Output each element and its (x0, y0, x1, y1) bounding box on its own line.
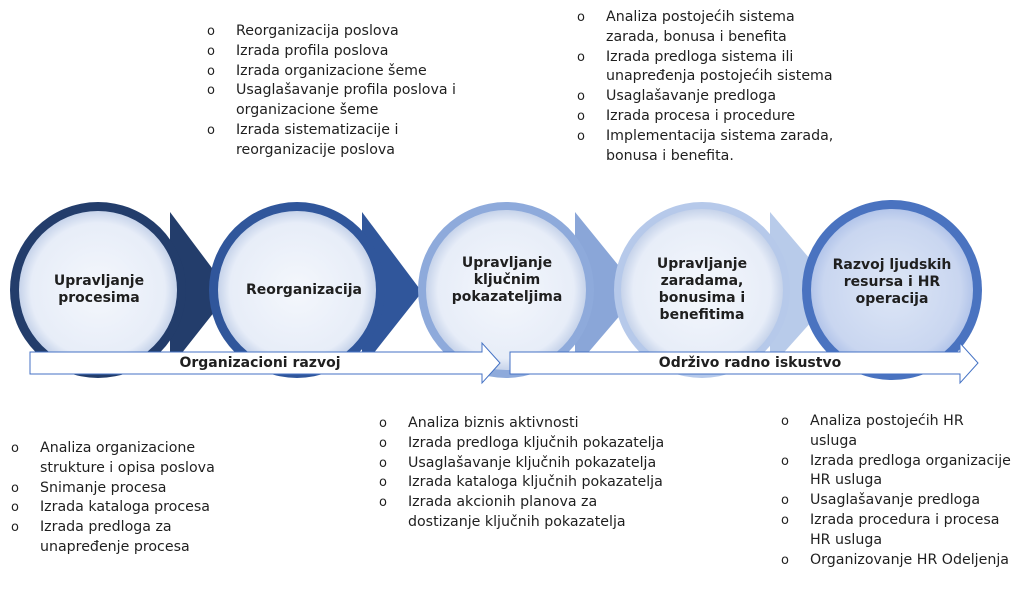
zarade-task-list: Analiza postojećih sistema zarada, bonus… (576, 8, 838, 166)
task-list-item: Izrada profila poslova (206, 42, 496, 62)
task-list-item: Implementacija sistema zarada, bonusa i … (576, 127, 838, 167)
odrzivo-radno-iskustvo-arrow (509, 341, 979, 385)
stage-4-circle (621, 209, 783, 371)
stage-3-chevron (575, 212, 640, 368)
stage-3-label: Upravljanje ključnim pokazateljima (451, 254, 563, 305)
task-list-item: Usaglašavanje profila poslova i organiza… (206, 81, 496, 121)
task-list-item: Izrada organizacione šeme (206, 62, 496, 82)
task-list-item: Izrada procedura i procesa HR usluga (780, 511, 1014, 551)
task-list-item: Izrada sistematizacije i reorganizacije … (206, 121, 496, 161)
procesi-task-list: Analiza organizacione strukture i opisa … (10, 439, 246, 558)
task-list-item: Snimanje procesa (10, 479, 246, 499)
task-list-item: Izrada kataloga ključnih pokazatelja (378, 473, 668, 493)
stage-5-label: Razvoj ljudskih resursa i HR operacija (832, 256, 952, 307)
task-list-item: Analiza biznis aktivnosti (378, 414, 668, 434)
task-list-item: Usaglašavanje ključnih pokazatelja (378, 454, 668, 474)
stage-5-circle (811, 209, 973, 371)
task-list-item: Organizovanje HR Odeljenja (780, 551, 1014, 571)
task-list-item: Izrada predloga organizacije HR usluga (780, 452, 1014, 492)
task-list-item: Reorganizacija poslova (206, 22, 496, 42)
stage-4-label: Upravljanje zaradama, bonusima i benefit… (656, 256, 748, 323)
stage-2-label: Reorganizacija (246, 281, 362, 298)
task-list-item: Izrada akcionih planova za dostizanje kl… (378, 493, 668, 533)
task-list-item: Izrada predloga ključnih pokazatelja (378, 434, 668, 454)
task-list-item: Usaglašavanje predloga (780, 491, 1014, 511)
task-list-item: Analiza postojećih sistema zarada, bonus… (576, 8, 838, 48)
task-list-item: Izrada predloga za unapređenje procesa (10, 518, 246, 558)
task-list-item: Izrada kataloga procesa (10, 498, 246, 518)
task-list-item: Analiza organizacione strukture i opisa … (10, 439, 246, 479)
kpi-task-list: Analiza biznis aktivnostiIzrada predloga… (378, 414, 668, 533)
reorganizacija-task-list: Reorganizacija poslovaIzrada profila pos… (206, 22, 496, 161)
task-list-item: Analiza postojećih HR usluga (780, 412, 1014, 452)
task-list-item: Izrada predloga sistema ili unapređenja … (576, 48, 838, 88)
stage-1-circle (19, 211, 177, 369)
odrzivo-radno-iskustvo-label: Održivo radno iskustvo (658, 355, 842, 371)
stage-2-chevron (362, 212, 422, 368)
organizacioni-razvoj-label: Organizacioni razvoj (179, 355, 341, 371)
task-list-item: Izrada procesa i procedure (576, 107, 838, 127)
stage-2-circle (218, 211, 376, 369)
stage-3-circle (426, 210, 586, 370)
stage-1-label: Upravljanje procesima (53, 273, 145, 306)
organizacioni-razvoj-arrow (29, 341, 501, 385)
stage-1-chevron (170, 212, 230, 368)
hr-task-list: Analiza postojećih HR uslugaIzrada predl… (780, 412, 1014, 570)
task-list-item: Usaglašavanje predloga (576, 87, 838, 107)
